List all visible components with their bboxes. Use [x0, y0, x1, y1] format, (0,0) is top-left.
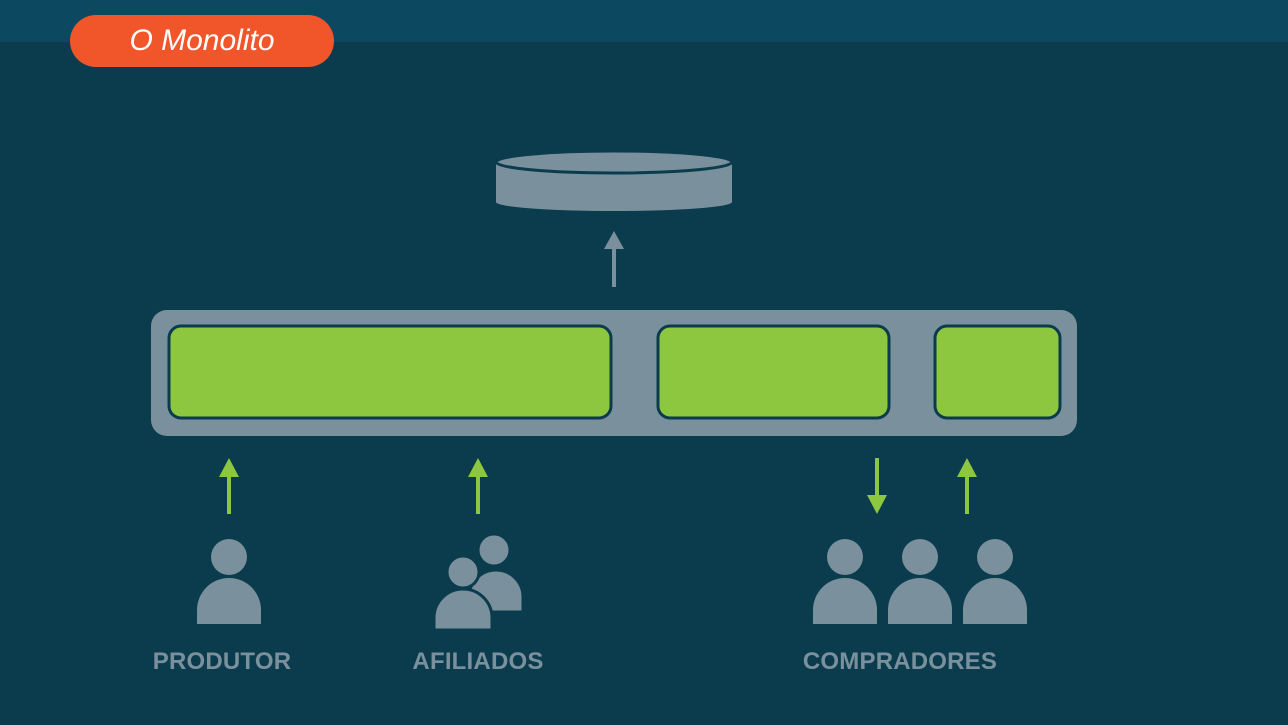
user-icon: [963, 539, 1027, 624]
database-icon: [494, 149, 734, 211]
user-icon: [197, 539, 261, 624]
arrow-up-produtor-icon: [219, 458, 239, 514]
produtor-label: PRODUTOR: [152, 648, 292, 675]
module-block-1: [167, 324, 613, 420]
module-block-2: [656, 324, 891, 420]
arrow-up-compradores-icon: [957, 458, 977, 514]
arrow-up-to-database-icon: [604, 231, 624, 287]
user-icon: [888, 539, 952, 624]
user-icon: [813, 539, 877, 624]
arrow-down-compradores-icon: [867, 458, 887, 514]
module-block-3: [933, 324, 1062, 420]
users-group-icon: [432, 532, 525, 632]
page-title: O Monolito: [70, 15, 334, 67]
compradores-label: COMPRADORES: [802, 648, 998, 675]
arrow-up-afiliados-icon: [468, 458, 488, 514]
afiliados-label: AFILIADOS: [412, 648, 544, 675]
